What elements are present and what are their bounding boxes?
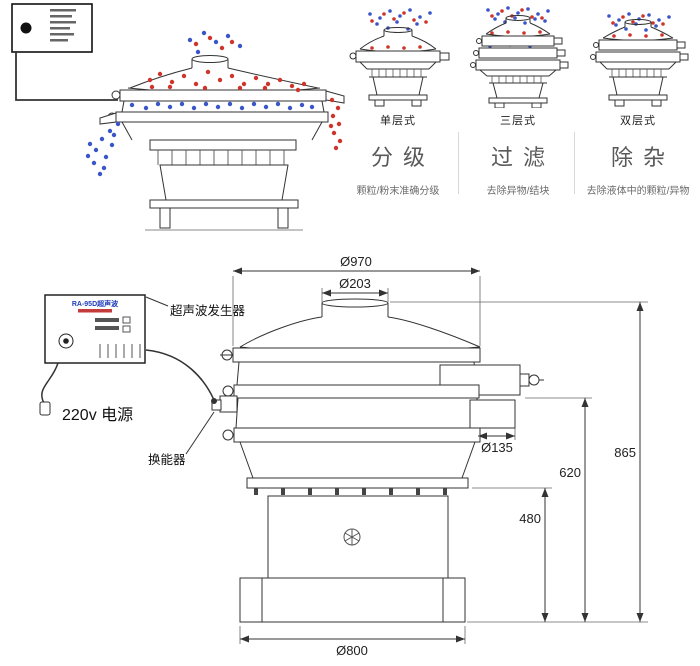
power-knob-icon [20,22,32,34]
variant-description: 去除液体中的颗粒/异物 [586,186,690,197]
blue-particles [85,30,315,177]
dim-top-diameter: Ø970 [340,254,372,269]
dim-base-diameter: Ø800 [336,643,368,658]
red-particles [147,35,343,151]
power-callout: 220v 电源 [62,407,134,424]
controller-box [11,3,93,53]
variant-function-label: 过滤 [490,145,555,170]
dimensions: Ø970 Ø203 Ø135 480 620 865 Ø800 [233,254,644,658]
three-layer-sieve-icon [470,6,569,108]
power-plug-icon [39,401,51,416]
transducer-fitting [211,395,238,413]
variant-type-label: 双层式 [620,115,656,127]
machine-body [211,298,544,623]
cables-and-leaders [39,296,217,455]
generator-callout: 超声波发生器 [170,304,246,318]
dim-total-height: 865 [614,445,636,460]
power-cord [41,362,59,404]
dim-height-620: 620 [559,465,581,480]
brand-mark-icon [343,528,361,546]
dim-outlet-diameter: Ø135 [481,440,513,455]
variant-function-label: 分级 [370,145,435,170]
variant-double-layer: 双层式 除杂 去除液体中的颗粒/异物 [578,2,698,200]
generator-box: RA-95D超声波 [44,294,146,364]
dim-inlet-diameter: Ø203 [339,276,371,291]
sieve-machine [99,55,345,231]
transducer-callout: 换能器 [148,453,186,467]
variant-description: 去除异物/结块 [486,186,550,197]
variant-description: 颗粒/粉末准确分级 [356,186,440,197]
double-layer-sieve-icon [590,12,689,107]
dim-height-480: 480 [519,511,541,526]
main-illustration [11,3,345,231]
variant-three-layer: 三层式 过滤 去除异物/结块 [458,2,578,200]
controller-display-rows [50,9,76,42]
generator-grille [99,344,141,358]
variant-single-layer: 单层式 分级 颗粒/粉末准确分级 [338,2,458,200]
single-layer-sieve-icon [349,8,450,107]
variant-columns: 单层式 分级 颗粒/粉末准确分级 [338,2,700,200]
column-divider [574,132,575,194]
variant-function-label: 除杂 [610,145,675,170]
power-wire [15,52,118,101]
lower-outlet [469,399,516,429]
variant-type-label: 单层式 [380,115,416,127]
variant-type-label: 三层式 [500,115,536,127]
column-divider [458,132,459,194]
transducer-cable [145,349,215,401]
generator-model-label: RA-95D超声波 [72,299,119,308]
technical-drawing: RA-95D超声波 Ø970 Ø203 [39,254,648,658]
